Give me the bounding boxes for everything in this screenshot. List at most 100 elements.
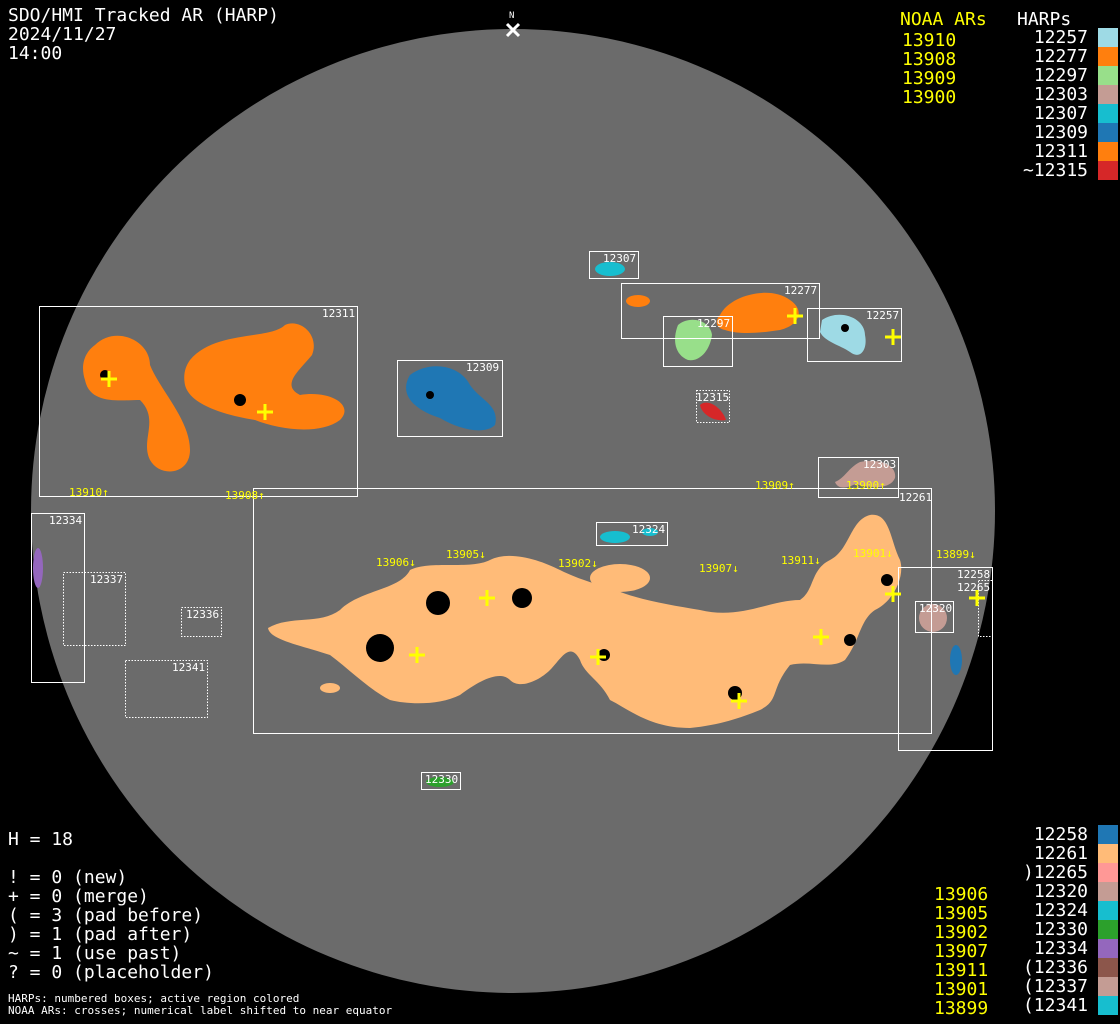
noaa-cross-icon: [813, 629, 829, 645]
noaa-cross-icon: [787, 308, 803, 324]
harp-box-12307[interactable]: [589, 251, 639, 279]
plot-date: 2024/11/27: [8, 24, 116, 45]
harp-item: )12265: [1023, 862, 1088, 883]
noaa-label: 13900↑: [846, 479, 886, 492]
harp-box-12330[interactable]: [421, 772, 461, 790]
noaa-label: 13907↓: [699, 562, 739, 575]
harp-label: 12307: [603, 252, 636, 265]
noaa-item: 13902: [934, 922, 988, 943]
harp-box-12336[interactable]: [181, 607, 222, 637]
stat-line: ( = 3 (pad before): [8, 905, 203, 926]
harp-color-swatch: [1098, 123, 1118, 142]
harp-label: 12320: [919, 602, 952, 615]
harp-item: 12258: [1034, 824, 1088, 845]
noaa-item: 13911: [934, 960, 988, 981]
noaa-label: 13901↓: [853, 547, 893, 560]
harp-label: 12265: [957, 581, 990, 594]
legend-top: NOAA ARs HARPs 13910 13908 13909 13900 1…: [900, 9, 1118, 181]
harp-item: (12336: [1023, 957, 1088, 978]
harp-label: 12257: [866, 309, 899, 322]
harp-item: 12261: [1034, 843, 1088, 864]
region-12277-a: [626, 295, 650, 307]
harp-item: 12324: [1034, 900, 1088, 921]
harp-color-swatch: [1098, 920, 1118, 939]
harp-item: 12303: [1034, 84, 1088, 105]
harp-label: 12341: [172, 661, 205, 674]
harp-label: 12261: [899, 491, 932, 504]
stat-line: ? = 0 (placeholder): [8, 962, 214, 983]
harp-box-12341[interactable]: [125, 660, 208, 718]
noaa-label: 13905↓: [446, 548, 486, 561]
region-12258: [950, 645, 962, 675]
north-label: N: [509, 11, 514, 21]
harp-box-12303[interactable]: [818, 457, 899, 498]
harp-color-swatch: [1098, 66, 1118, 85]
harp-box-12311[interactable]: [39, 306, 358, 497]
region-12303: [835, 460, 896, 488]
harp-label: 12337: [90, 573, 123, 586]
noaa-item: 13905: [934, 903, 988, 924]
region-12261: [268, 514, 902, 728]
noaa-item: 13899: [934, 998, 988, 1019]
noaa-item: 13909: [902, 68, 956, 89]
footer-line: NOAA ARs: crosses; numerical label shift…: [8, 1004, 392, 1017]
harp-item: 12320: [1034, 881, 1088, 902]
harp-box-12315[interactable]: [696, 390, 730, 423]
harp-item: 12277: [1034, 46, 1088, 67]
harp-box-12334[interactable]: [31, 513, 85, 683]
harp-item: ~12315: [1023, 160, 1088, 181]
region-12324-b: [642, 528, 658, 536]
harp-label: 12324: [632, 523, 665, 536]
harp-label: 12311: [322, 307, 355, 320]
noaa-label: 13906↓: [376, 556, 416, 569]
harp-box-12265[interactable]: [978, 580, 993, 637]
plot-title: SDO/HMI Tracked AR (HARP): [8, 5, 279, 26]
noaa-label: 13902↓: [558, 557, 598, 570]
harp-label: 12336: [186, 608, 219, 621]
noaa-item: 13910: [902, 30, 956, 51]
harp-item: 12334: [1034, 938, 1088, 959]
noaa-cross-icon: [409, 647, 425, 663]
harp-color-swatch: [1098, 882, 1118, 901]
harp-box-12324[interactable]: [596, 522, 668, 546]
harp-box-12258[interactable]: [898, 567, 993, 751]
noaa-item: 13900: [902, 87, 956, 108]
region-12315: [700, 402, 726, 421]
harp-color-swatch: [1098, 28, 1118, 47]
north-marker-icon: N: [505, 11, 521, 38]
harp-box-12261[interactable]: [253, 488, 932, 734]
harp-box-12277[interactable]: [621, 283, 820, 339]
harp-box-12337[interactable]: [63, 572, 126, 646]
stat-line: ! = 0 (new): [8, 867, 127, 888]
harp-item: 12257: [1034, 27, 1088, 48]
stat-line: ~ = 1 (use past): [8, 943, 181, 964]
harp-label: 12315: [696, 391, 729, 404]
region-12311: [83, 323, 345, 472]
harp-box-12309[interactable]: [397, 360, 503, 437]
harp-boxes: 12311 12309 12307 12277 12297 12257 1231…: [31, 251, 993, 790]
region-12320: [919, 604, 947, 632]
harp-label: 12334: [49, 514, 82, 527]
noaa-label: 13908↑: [225, 489, 265, 502]
harp-color-swatch: [1098, 844, 1118, 863]
legend-bottom: 13906 13905 13902 13907 13911 13901 1389…: [934, 824, 1118, 1019]
region-12261-b: [590, 564, 650, 592]
harp-label: 12297: [697, 317, 730, 330]
harp-color-swatch: [1098, 47, 1118, 66]
noaa-cross-icon: [969, 590, 985, 606]
noaa-cross-icon: [885, 329, 901, 345]
harp-color-swatch: [1098, 901, 1118, 920]
active-regions: [33, 262, 962, 787]
plot-time: 14:00: [8, 43, 62, 64]
noaa-header: NOAA ARs: [900, 9, 987, 30]
stat-line: + = 0 (merge): [8, 886, 149, 907]
harp-box-12320[interactable]: [915, 601, 954, 633]
harp-box-12297[interactable]: [663, 316, 733, 367]
harp-label: 12330: [425, 773, 458, 786]
harp-color-swatch: [1098, 863, 1118, 882]
harp-box-12257[interactable]: [807, 308, 902, 362]
harp-color-swatch: [1098, 161, 1118, 180]
harp-label: 12303: [863, 458, 896, 471]
harp-color-swatch: [1098, 142, 1118, 161]
